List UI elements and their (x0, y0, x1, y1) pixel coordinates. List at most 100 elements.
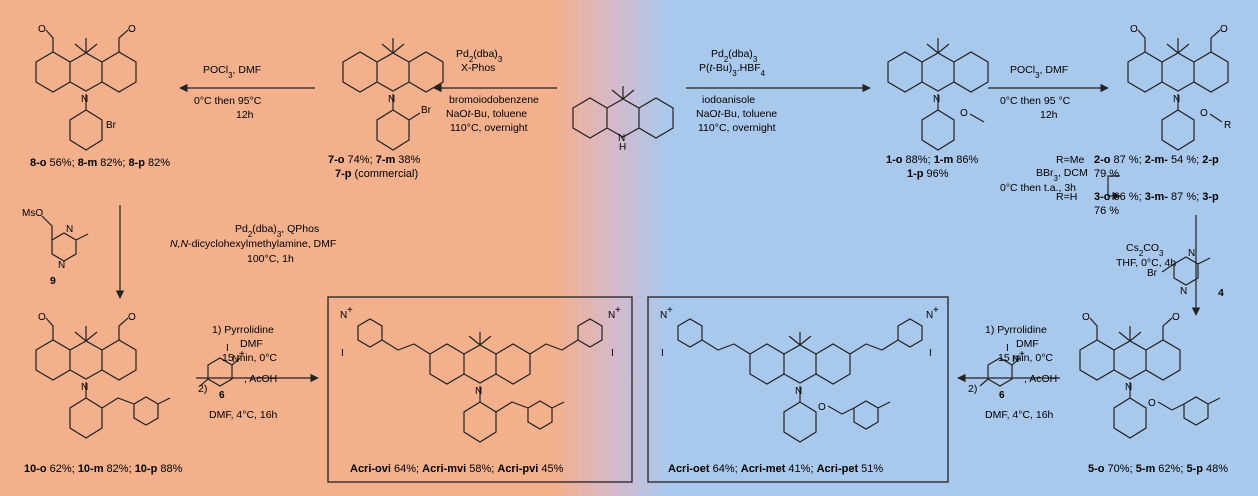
svg-text:bromoiodobenzene: bromoiodobenzene (449, 94, 539, 106)
compound-9-n-bot: N (58, 260, 65, 271)
compound-id: 1-o (886, 154, 903, 166)
svg-text:110°C, overnight: 110°C, overnight (698, 122, 776, 134)
compound-10-o-right: O (128, 312, 136, 323)
r-methyl-label: R=Me (1056, 154, 1084, 166)
compound-id: 10-p (135, 463, 158, 475)
yield-2-line2: 79 % (1094, 168, 1119, 180)
yield-value: 70%; (1105, 463, 1136, 475)
reagent-6-right-structure (979, 357, 1021, 387)
compound-5-o-left: O (1082, 312, 1090, 323)
compound-5-o-right: O (1172, 312, 1180, 323)
compound-id: 10-o (24, 463, 47, 475)
svg-text:NaOt-Bu, toluene: NaOt-Bu, toluene (696, 108, 777, 120)
svg-text:110°C, overnight: 110°C, overnight (450, 122, 528, 134)
compound-9-structure (41, 215, 89, 262)
compound-7-n-label: N (388, 94, 395, 105)
yield-value: 87 %; (1111, 154, 1145, 166)
compound-2-r-label: R (1224, 120, 1231, 131)
compound-id: 3-p (1202, 191, 1219, 203)
compound-id: 5-m (1136, 463, 1156, 475)
compound-5-structure (1079, 317, 1221, 439)
yield-value: 41%; (785, 463, 816, 475)
acri-vi-i-right: I (611, 348, 614, 359)
compound-id: 5-p (1186, 463, 1203, 475)
acri-et-npy-left: N (660, 310, 667, 321)
yield-8: 8-o 56%; 8-m 82%; 8-p 82% (30, 157, 170, 169)
yield-value: 82%; (97, 157, 128, 169)
reagent-6-left-structure (199, 357, 241, 387)
compound-id: 3-o (1094, 191, 1111, 203)
svg-text:N,N-dicyclohexylmethylamine, D: N,N-dicyclohexylmethylamine, DMF (170, 238, 336, 250)
yield-value: 88%; (903, 154, 934, 166)
svg-text:Cs2CO3: Cs2CO3 (1126, 242, 1164, 258)
svg-text:12h: 12h (1040, 109, 1058, 121)
reagent-6-left-plus: + (239, 349, 245, 360)
yield-value: 88% (157, 463, 182, 475)
yield-value: 79 % (1094, 168, 1119, 180)
reagents-step-7-to-8: POCl3, DMF 0°C then 95°C 12h (194, 64, 262, 121)
compound-1-n-label: N (933, 94, 940, 105)
compound-10-n-label: N (81, 382, 88, 393)
compound-8-br-label: Br (106, 120, 117, 131)
yield-3-line2: 76 % (1094, 205, 1119, 217)
svg-text:THF, 0°C, 4h: THF, 0°C, 4h (1116, 257, 1176, 269)
compound-2-o-right: O (1220, 24, 1228, 35)
compound-2-3-structure (1127, 29, 1229, 151)
compound-4-number: 4 (1218, 287, 1224, 299)
yield-1-line1: 1-o 88%; 1-m 86% (886, 154, 979, 166)
svg-text:100°C, 1h: 100°C, 1h (247, 253, 294, 265)
yield-value: 62%; (47, 463, 78, 475)
compound-id: 1-m (934, 154, 954, 166)
acri-vi-n-label: N (475, 386, 482, 397)
acri-et-npy-right: N (926, 310, 933, 321)
compound-id: Acri-pvi (497, 463, 538, 475)
yield-value: 45% (538, 463, 563, 475)
compound-id: 8-o (30, 157, 47, 169)
compound-8-n-label: N (81, 94, 88, 105)
reagent-6-right-n: N (1012, 354, 1019, 365)
compound-4-br-label: Br (1147, 268, 1158, 279)
acri-et-i-left: I (661, 348, 664, 359)
acridan-n-label: N (618, 133, 625, 144)
svg-text:DMF, 4°C, 16h: DMF, 4°C, 16h (985, 409, 1054, 421)
yield-value: 48% (1203, 463, 1228, 475)
reagents-step-acridan-to-7: Pd2(dba)3 X-Phos bromoiodobenzene NaOt-B… (446, 48, 539, 134)
acri-et-i-right: I (929, 348, 932, 359)
svg-text:15 min, 0°C: 15 min, 0°C (998, 352, 1053, 364)
compound-id: 8-m (78, 157, 98, 169)
svg-text:0°C then 95 °C: 0°C then 95 °C (1000, 95, 1071, 107)
compound-8-o-left: O (38, 24, 46, 35)
acri-vi-plus-right: + (615, 305, 621, 316)
yield-value: 54 %; (1168, 154, 1202, 166)
yield-value: 64%; (710, 463, 741, 475)
compound-id: Acri-met (741, 463, 786, 475)
yield-value: 66 %; (1111, 191, 1145, 203)
svg-text:15 min, 0°C: 15 min, 0°C (222, 352, 277, 364)
acri-vi-plus-left: + (347, 305, 353, 316)
compound-10-structure (35, 317, 171, 439)
svg-text:DMF: DMF (1016, 338, 1039, 350)
acridan-start-structure (572, 86, 674, 139)
yield-value: 86% (953, 154, 978, 166)
compound-9-number: 9 (50, 275, 56, 287)
compound-id: 7-o (328, 154, 345, 166)
compound-id: 10-m (78, 463, 104, 475)
yield-acri-et: Acri-oet 64%; Acri-met 41%; Acri-pet 51% (668, 463, 883, 475)
reagents-step-8-to-10: Pd2(dba)3, QPhos N,N-dicyclohexylmethyla… (50, 223, 336, 287)
yield-value: 38% (395, 154, 420, 166)
reagent-6-left-number: 6 (219, 390, 225, 401)
yield-7-line1: 7-o 74%; 7-m 38% (328, 154, 421, 166)
yield-5: 5-o 70%; 5-m 62%; 5-p 48% (1088, 463, 1228, 475)
svg-text:POCl3, DMF: POCl3, DMF (1010, 64, 1068, 80)
compound-id: 8-p (128, 157, 145, 169)
acri-vi-i-left: I (341, 348, 344, 359)
compound-id: 5-o (1088, 463, 1105, 475)
svg-text:0°C then 95°C: 0°C then 95°C (194, 95, 262, 107)
compound-4-n-top: N (1188, 248, 1195, 259)
compound-2-n-label: N (1173, 94, 1180, 105)
acri-vi-npy-right: N (608, 310, 615, 321)
compound-8-structure (35, 29, 137, 151)
compound-4-structure (1161, 256, 1211, 286)
compound-7-structure (342, 38, 444, 151)
svg-text:NaOt-Bu, toluene: NaOt-Bu, toluene (446, 108, 527, 120)
